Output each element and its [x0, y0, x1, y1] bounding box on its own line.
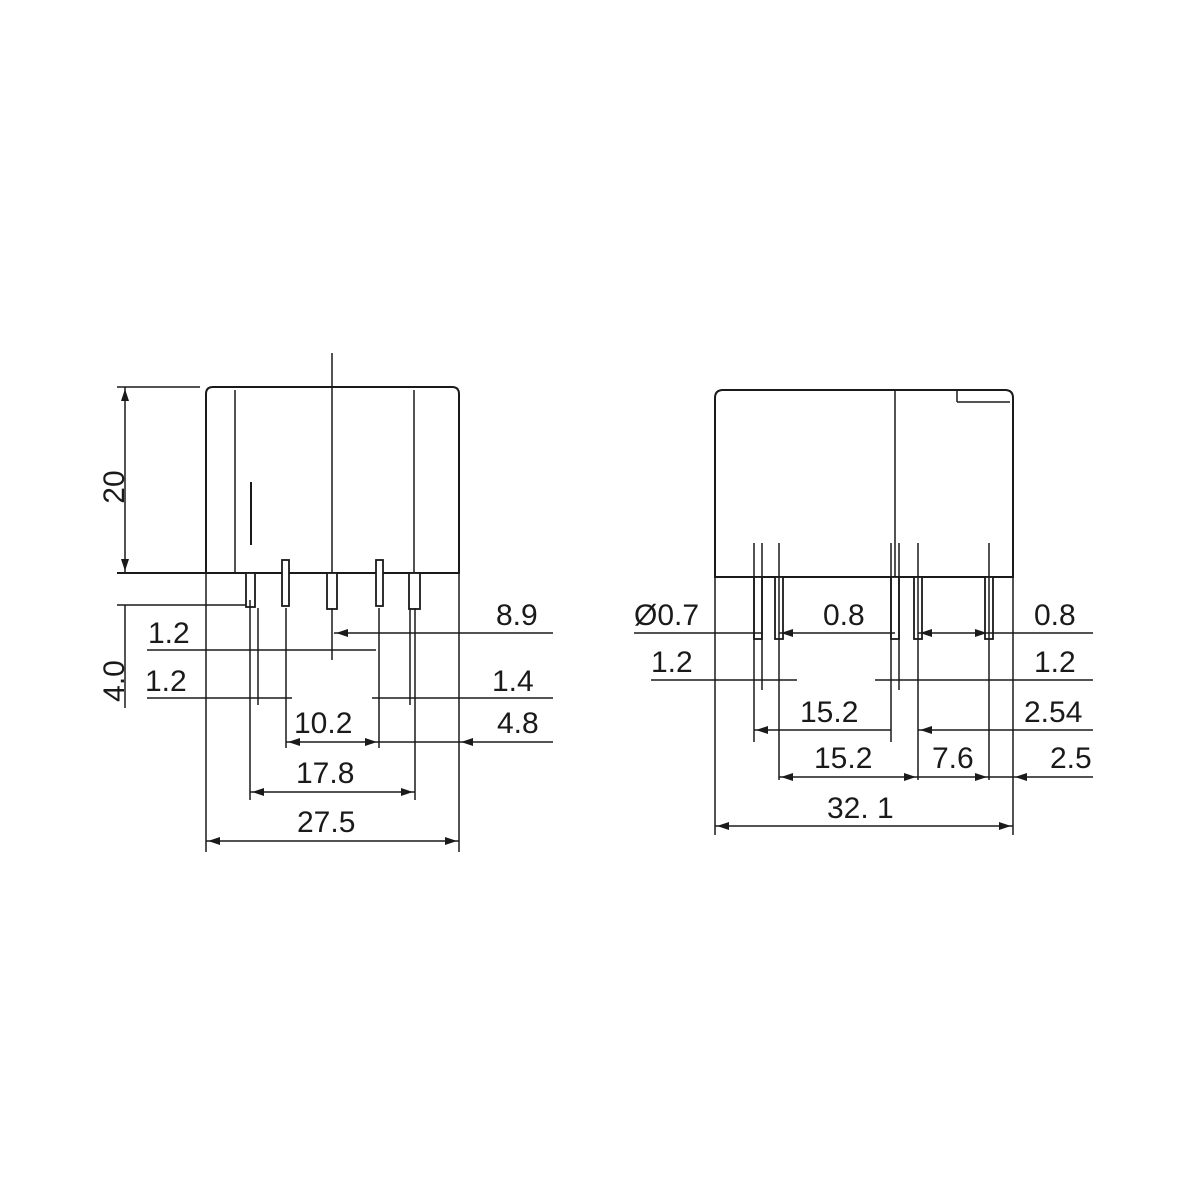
- front-dim-27-5-arrow-l: [208, 837, 220, 845]
- side-dim-2-5-label: 2.5: [1050, 742, 1092, 775]
- front-dim-27-5-label: 27.5: [297, 806, 355, 839]
- front-pin-2: [281, 559, 290, 607]
- side-dim-7-6-arrow-r: [975, 773, 987, 781]
- side-pin-1: [753, 576, 763, 640]
- front-dim-17-8-label: 17.8: [296, 757, 354, 790]
- side-dim-15-2-lower-label: 15.2: [814, 742, 872, 775]
- side-dim-7-6-label: 7.6: [932, 742, 974, 775]
- side-body-outline: [714, 389, 1014, 578]
- side-dim-1-2-right-label: 1.2: [1034, 646, 1076, 679]
- side-dim-32-1-arrow-l: [717, 822, 729, 830]
- front-dim-1-2b-label: 1.2: [145, 665, 187, 698]
- front-dim-4-8-label: 4.8: [497, 707, 539, 740]
- front-dim-17-8-arrow-l: [252, 788, 264, 796]
- front-pin-3: [326, 572, 338, 610]
- front-dim-20-arrow-top: [121, 389, 129, 401]
- front-dim-1-2a-label: 1.2: [148, 617, 190, 650]
- front-dim-10-2-arrow-l: [288, 738, 300, 746]
- side-dim-32-1-label: 32. 1: [827, 792, 894, 825]
- side-dim-15-2-lower-arrow-r: [904, 773, 916, 781]
- side-dim-0-8-right-arrow-l: [920, 629, 932, 637]
- front-pin-4: [375, 559, 384, 607]
- front-dim-17-8-arrow-r: [401, 788, 413, 796]
- side-dim-32-1-arrow-r: [999, 822, 1011, 830]
- side-dim-dia-label: Ø0.7: [634, 599, 699, 632]
- front-dim-10-2-arrow-r: [365, 738, 377, 746]
- front-dim-4-label: 4.0: [98, 660, 131, 702]
- side-dim-2-54-arrow: [920, 726, 932, 734]
- side-dim-1-2-left-label: 1.2: [651, 646, 693, 679]
- side-dim-0-8-left-arrow: [781, 629, 793, 637]
- front-body-outline: [205, 386, 460, 574]
- side-pin-3: [890, 576, 900, 640]
- side-dim-2-5-arrow: [1015, 773, 1027, 781]
- front-dim-10-2-label: 10.2: [294, 707, 352, 740]
- front-pin-5: [408, 572, 421, 610]
- side-dim-15-2-lower-arrow-l: [781, 773, 793, 781]
- side-dim-2-54-label: 2.54: [1024, 696, 1082, 729]
- front-view: 20 4.0 1.2 1.2 8.9 1.4 10.2: [98, 353, 553, 852]
- front-dim-8-9-arrow: [336, 629, 348, 637]
- side-dim-0-8-right-label: 0.8: [1034, 599, 1076, 632]
- side-view: Ø0.7 0.8 0.8 1.2 1.2 15.2 2.54 15.2 7.6: [634, 389, 1093, 835]
- front-dim-27-5-arrow-r: [445, 837, 457, 845]
- front-dim-1-4-label: 1.4: [492, 665, 534, 698]
- side-dim-0-8-right-arrow-r: [975, 629, 987, 637]
- side-dim-0-8-left-label: 0.8: [823, 599, 865, 632]
- front-dim-4-8-arrow: [461, 738, 473, 746]
- front-dim-20-arrow-bottom: [121, 559, 129, 571]
- side-dim-15-2-upper-label: 15.2: [800, 696, 858, 729]
- front-dim-8-9-label: 8.9: [496, 599, 538, 632]
- front-dim-20-label: 20: [98, 470, 131, 503]
- side-dim-15-2-upper-arrow-l: [756, 726, 768, 734]
